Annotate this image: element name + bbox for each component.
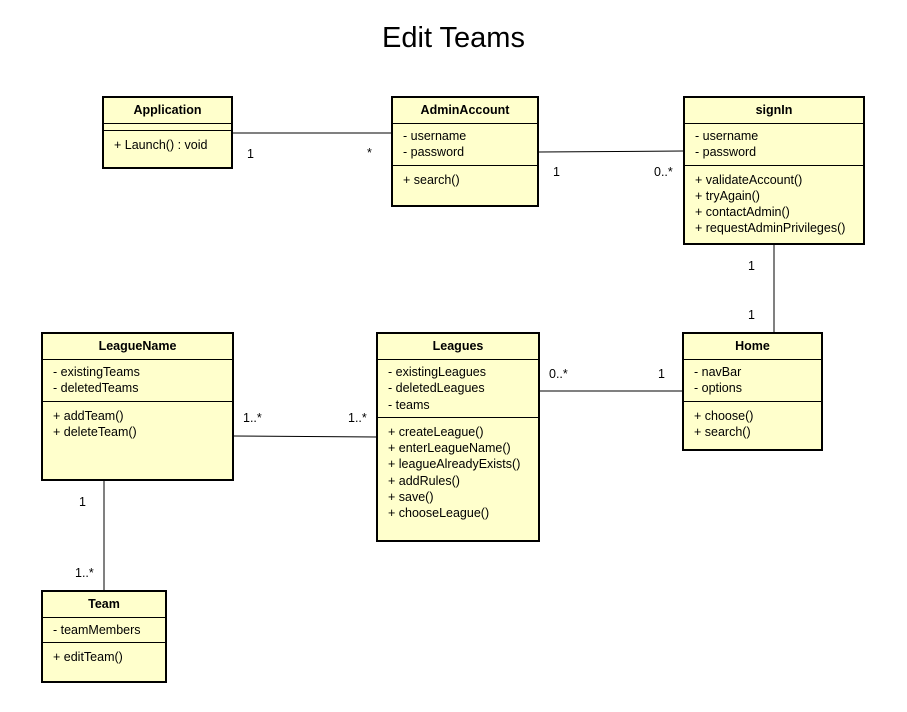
operation: + Launch() : void bbox=[114, 138, 208, 152]
class-leagues[interactable]: Leagues - existingLeagues - deletedLeagu… bbox=[376, 332, 540, 542]
operation: + addRules() bbox=[388, 473, 460, 488]
class-team[interactable]: Team - teamMembers + editTeam() bbox=[41, 590, 167, 683]
multiplicity-home-signin: 1 bbox=[748, 308, 755, 322]
attribute: - deletedLeagues bbox=[388, 381, 485, 396]
attribute: - username bbox=[403, 129, 467, 143]
attribute: - password bbox=[403, 145, 465, 160]
multiplicity-home-leagues: 1 bbox=[658, 367, 665, 381]
operation: + search() bbox=[694, 424, 751, 439]
operation-compartment: + addTeam() + deleteTeam() bbox=[43, 402, 232, 445]
operation-compartment: + createLeague() + enterLeagueName() + l… bbox=[378, 418, 538, 526]
operation: + addTeam() bbox=[53, 408, 124, 423]
multiplicity-leaguename-leagues: 1..* bbox=[243, 411, 262, 425]
attribute-compartment: - username - password bbox=[685, 124, 863, 166]
attribute-compartment: - teamMembers bbox=[43, 618, 165, 644]
operation: + chooseLeague() bbox=[388, 506, 490, 521]
multiplicity-adminaccount-signin: 1 bbox=[553, 165, 560, 179]
attribute: - teams bbox=[388, 397, 430, 412]
class-admin-account[interactable]: AdminAccount - username - password + sea… bbox=[391, 96, 539, 207]
operation: + leagueAlreadyExists() bbox=[388, 457, 521, 472]
operation: + enterLeagueName() bbox=[388, 441, 511, 456]
operation: + search() bbox=[403, 172, 460, 187]
class-name: Leagues bbox=[378, 334, 538, 360]
attribute: - teamMembers bbox=[53, 623, 141, 637]
multiplicity-signin-home: 1 bbox=[748, 259, 755, 273]
diagram-title: Edit Teams bbox=[382, 22, 525, 54]
attribute: - existingTeams bbox=[53, 365, 140, 379]
attribute: - password bbox=[695, 145, 757, 160]
attribute-compartment: - navBar - options bbox=[684, 360, 821, 402]
operation: + deleteTeam() bbox=[53, 424, 137, 439]
class-name: LeagueName bbox=[43, 334, 232, 360]
attribute: - options bbox=[694, 381, 742, 396]
attribute-compartment bbox=[104, 124, 231, 131]
operation: + tryAgain() bbox=[695, 188, 760, 203]
assoc-leaguename-leagues bbox=[232, 435, 378, 438]
multiplicity-application: 1 bbox=[247, 147, 254, 161]
attribute-compartment: - existingLeagues - deletedLeagues - tea… bbox=[378, 360, 538, 418]
class-home[interactable]: Home - navBar - options + choose() + sea… bbox=[682, 332, 823, 451]
class-name: Team bbox=[43, 592, 165, 618]
class-league-name[interactable]: LeagueName - existingTeams - deletedTeam… bbox=[41, 332, 234, 481]
operation-compartment: + validateAccount() + tryAgain() + conta… bbox=[685, 166, 863, 241]
class-name: Home bbox=[684, 334, 821, 360]
operation-compartment: + Launch() : void bbox=[104, 131, 231, 157]
class-sign-in[interactable]: signIn - username - password + validateA… bbox=[683, 96, 865, 245]
assoc-adminaccount-signin bbox=[538, 150, 684, 153]
attribute: - username bbox=[695, 129, 759, 143]
operation: + choose() bbox=[694, 408, 754, 423]
operation: + save() bbox=[388, 490, 434, 505]
operation: + createLeague() bbox=[388, 424, 484, 439]
class-name: AdminAccount bbox=[393, 98, 537, 124]
attribute: - navBar bbox=[694, 365, 742, 379]
operation-compartment: + choose() + search() bbox=[684, 402, 821, 445]
operation: + validateAccount() bbox=[695, 172, 803, 187]
attribute-compartment: - existingTeams - deletedTeams bbox=[43, 360, 232, 402]
operation: + requestAdminPrivileges() bbox=[695, 221, 846, 236]
class-name: signIn bbox=[685, 98, 863, 124]
multiplicity-leagues-home: 0..* bbox=[549, 367, 568, 381]
multiplicity-leagues-leaguename: 1..* bbox=[348, 411, 367, 425]
operation: + editTeam() bbox=[53, 650, 123, 665]
attribute: - existingLeagues bbox=[388, 365, 486, 379]
operation: + contactAdmin() bbox=[695, 205, 790, 220]
class-name: Application bbox=[104, 98, 231, 124]
multiplicity-signin-from-admin: 0..* bbox=[654, 165, 673, 179]
multiplicity-team-leaguename: 1..* bbox=[75, 566, 94, 580]
multiplicity-leaguename-team: 1 bbox=[79, 495, 86, 509]
multiplicity-adminaccount: * bbox=[367, 146, 372, 160]
attribute-compartment: - username - password bbox=[393, 124, 537, 166]
class-application[interactable]: Application + Launch() : void bbox=[102, 96, 233, 169]
attribute: - deletedTeams bbox=[53, 381, 139, 396]
operation-compartment: + editTeam() bbox=[43, 643, 165, 669]
operation-compartment: + search() bbox=[393, 166, 537, 192]
